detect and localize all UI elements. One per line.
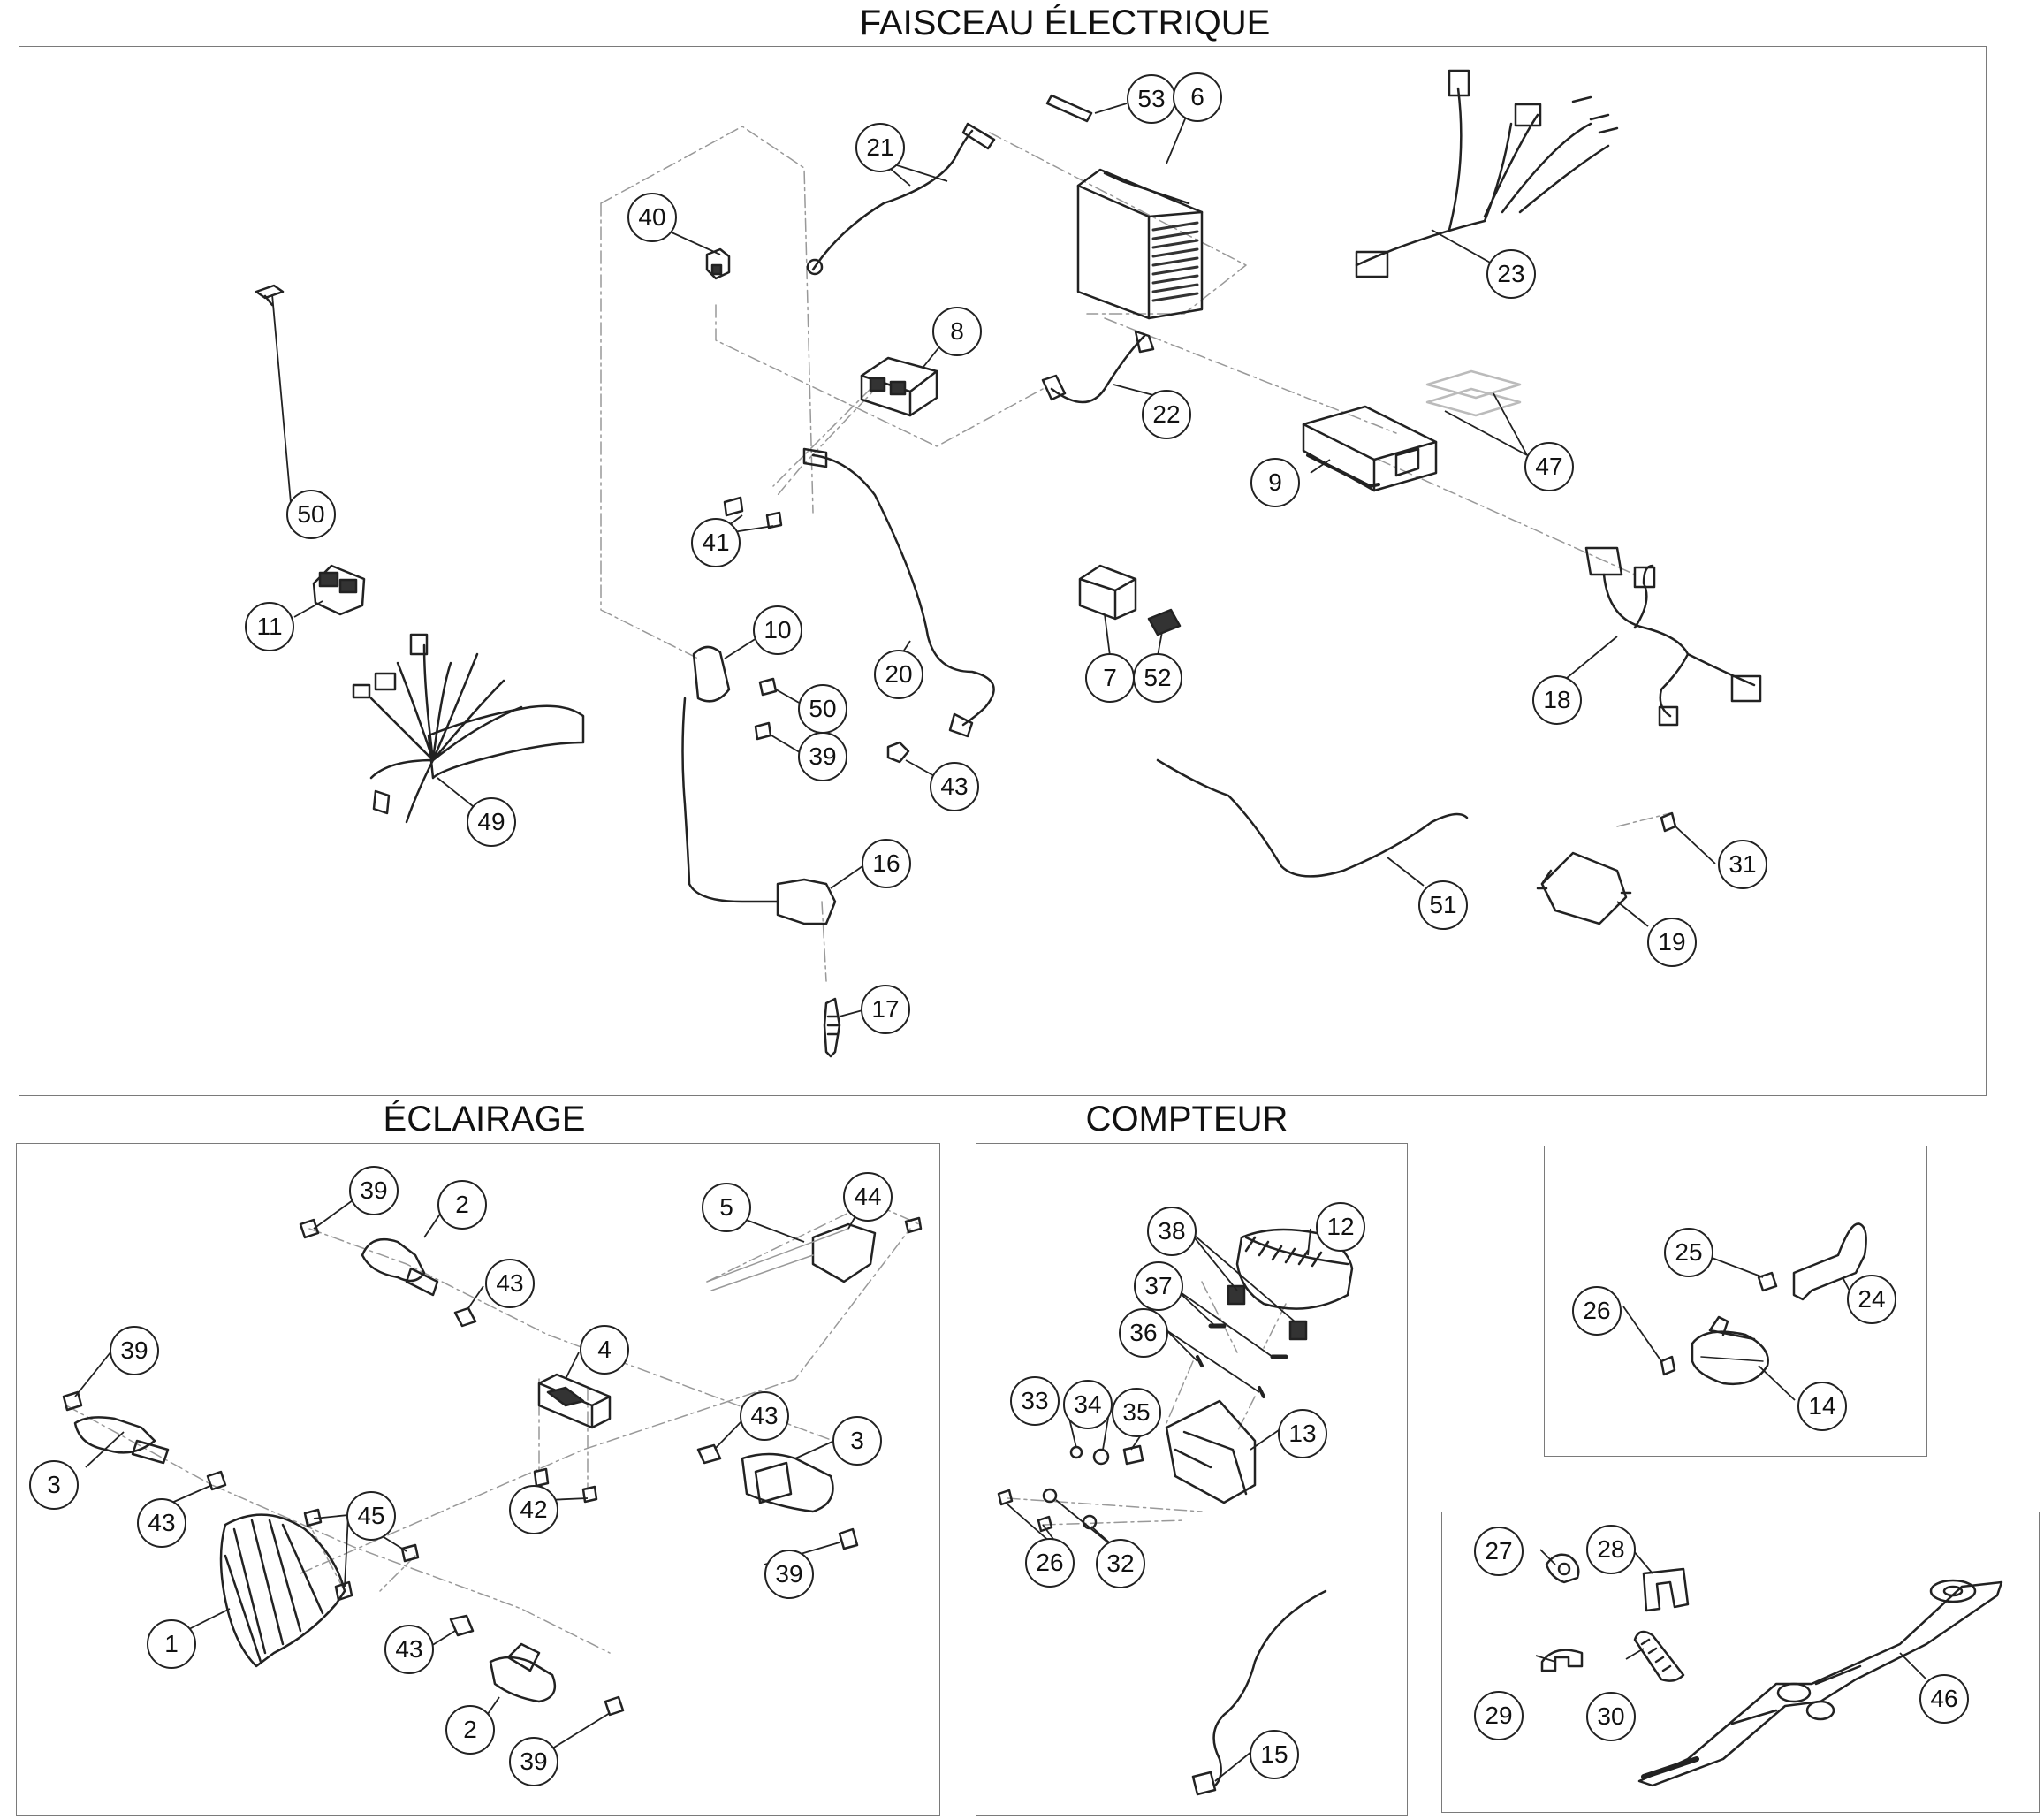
callout-3-right: 3 [832,1416,882,1466]
callout-14: 14 [1797,1382,1847,1431]
callout-31: 31 [1718,840,1767,889]
callout-47: 47 [1524,442,1574,491]
callout-23: 23 [1486,249,1536,299]
section-title-harness: FAISCEAU ÉLECTRIQUE [859,4,1271,42]
callout-26-bracket: 26 [1572,1286,1622,1336]
callout-34: 34 [1063,1380,1113,1429]
callout-35: 35 [1112,1388,1161,1437]
callout-39-bottom: 39 [509,1737,558,1786]
callout-29: 29 [1474,1691,1524,1740]
callout-44: 44 [843,1172,893,1222]
callout-21: 21 [855,123,905,172]
callout-2-bottom: 2 [445,1705,495,1755]
callout-36: 36 [1119,1308,1168,1358]
callout-33: 33 [1010,1376,1060,1426]
callout-43-right: 43 [740,1391,789,1441]
callout-9: 9 [1250,458,1300,507]
callout-43-harness: 43 [930,762,979,811]
callout-30: 30 [1586,1692,1636,1741]
callout-41: 41 [691,518,741,567]
callout-25: 25 [1664,1228,1713,1277]
callout-8: 8 [932,307,982,356]
callout-16: 16 [862,839,911,888]
callout-37: 37 [1134,1261,1183,1311]
callout-1: 1 [147,1619,196,1669]
callout-27: 27 [1474,1527,1524,1576]
callout-51: 51 [1418,880,1468,930]
callout-39-lighting-top: 39 [349,1166,399,1215]
callout-49: 49 [467,797,516,847]
callout-5: 5 [702,1183,751,1232]
callout-39-left: 39 [110,1326,159,1375]
callout-20: 20 [874,650,923,699]
callout-22: 22 [1142,390,1191,439]
frame-harness [19,46,1987,1096]
callout-11: 11 [245,602,294,651]
callout-26-meter: 26 [1025,1538,1075,1588]
section-title-meter: COMPTEUR [1085,1100,1288,1138]
callout-7: 7 [1085,653,1135,703]
callout-46: 46 [1919,1674,1969,1724]
callout-53: 53 [1127,74,1176,124]
section-title-lighting: ÉCLAIRAGE [383,1100,586,1138]
frame-bracket [1544,1146,1927,1457]
callout-39-coil: 39 [798,732,847,781]
callout-43-bottom: 43 [384,1625,434,1674]
callout-28: 28 [1586,1525,1636,1574]
frame-meter [976,1143,1408,1816]
callout-50-top: 50 [286,490,336,539]
callout-13: 13 [1278,1409,1327,1458]
callout-45: 45 [346,1491,396,1541]
callout-4: 4 [580,1325,629,1375]
callout-32: 32 [1096,1539,1145,1588]
callout-15: 15 [1250,1730,1299,1779]
callout-24: 24 [1847,1275,1896,1324]
callout-19: 19 [1647,918,1697,967]
callout-52: 52 [1133,653,1182,703]
frame-lighting [16,1143,940,1816]
callout-38: 38 [1147,1207,1197,1256]
callout-6: 6 [1173,72,1222,122]
callout-18: 18 [1532,675,1582,725]
callout-43-top: 43 [485,1259,535,1308]
callout-12: 12 [1316,1202,1365,1252]
callout-39-right: 39 [764,1550,814,1599]
callout-2-top: 2 [437,1180,487,1230]
callout-3-left: 3 [29,1460,79,1510]
callout-10: 10 [753,605,802,655]
callout-17: 17 [861,985,910,1034]
frame-fasteners [1441,1512,2040,1813]
callout-40: 40 [627,193,677,242]
callout-42: 42 [509,1485,558,1534]
callout-43-left: 43 [137,1498,186,1548]
callout-50-coil: 50 [798,684,847,734]
